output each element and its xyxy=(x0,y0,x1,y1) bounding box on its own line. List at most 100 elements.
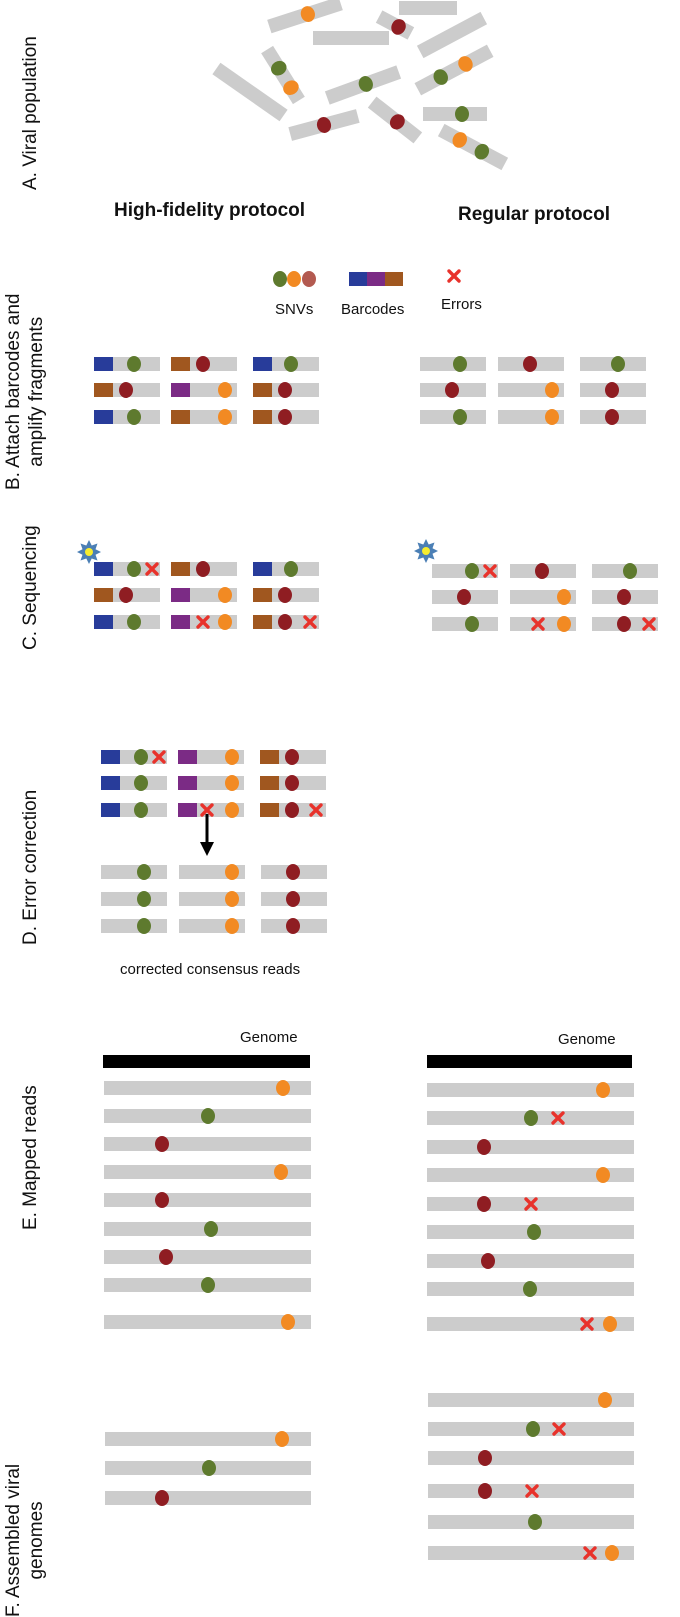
barcode-block xyxy=(171,357,190,371)
snv-marker xyxy=(455,106,469,122)
snv-marker xyxy=(225,802,239,818)
correction-arrow-head xyxy=(200,842,214,856)
fragment-body xyxy=(399,1,457,15)
snv-marker xyxy=(545,409,559,425)
snv-marker xyxy=(557,616,571,632)
error-stroke xyxy=(552,1422,566,1436)
snv-marker xyxy=(127,561,141,577)
snv-marker xyxy=(155,1136,169,1152)
error-mark xyxy=(580,1317,594,1331)
snv-marker xyxy=(278,409,292,425)
snv-marker xyxy=(119,587,133,603)
snv-marker xyxy=(596,1167,610,1183)
snv-marker xyxy=(134,775,148,791)
snv-marker xyxy=(155,1192,169,1208)
read-fragment xyxy=(104,1315,311,1329)
snv-marker xyxy=(285,802,299,818)
barcode-block xyxy=(171,383,190,397)
viral-fragment xyxy=(261,45,305,105)
snv-marker xyxy=(611,356,625,372)
barcode-block xyxy=(171,562,190,576)
snv-marker xyxy=(204,1221,218,1237)
snv-marker xyxy=(218,382,232,398)
barcode-block xyxy=(94,588,113,602)
snv-marker xyxy=(201,1277,215,1293)
error-stroke xyxy=(583,1546,597,1560)
snv-marker xyxy=(285,775,299,791)
error-stroke xyxy=(447,269,461,283)
snv-marker xyxy=(284,356,298,372)
snv-marker xyxy=(225,918,239,934)
error-stroke xyxy=(200,803,214,817)
read-fragment xyxy=(104,1137,311,1151)
error-stroke xyxy=(152,750,166,764)
read-fragment xyxy=(104,1193,311,1207)
viral-fragment xyxy=(437,123,509,171)
read-fragment xyxy=(427,1168,634,1182)
snv-marker xyxy=(127,409,141,425)
snv-marker xyxy=(605,409,619,425)
barcode-block xyxy=(178,750,197,764)
viral-fragment xyxy=(313,31,389,45)
snv-marker xyxy=(528,1514,542,1530)
snv-marker xyxy=(526,1421,540,1437)
fragment-body xyxy=(414,44,494,96)
barcode-block xyxy=(101,803,120,817)
barcode-block xyxy=(253,357,272,371)
error-stroke xyxy=(483,564,497,578)
error-mark xyxy=(583,1546,597,1560)
error-stroke xyxy=(145,562,159,576)
fragment-body xyxy=(261,45,305,105)
snv-marker xyxy=(137,864,151,880)
snv-marker xyxy=(287,271,301,287)
snv-marker xyxy=(218,614,232,630)
error-mark xyxy=(551,1111,565,1125)
snv-marker xyxy=(202,1460,216,1476)
barcode-block xyxy=(101,750,120,764)
snv-marker xyxy=(605,382,619,398)
snv-marker xyxy=(465,616,479,632)
error-mark xyxy=(196,615,210,629)
barcode-block xyxy=(385,272,403,286)
viral-fragment xyxy=(367,96,423,144)
snv-marker xyxy=(598,1392,612,1408)
snv-marker xyxy=(465,563,479,579)
snv-marker xyxy=(196,561,210,577)
barcode-block xyxy=(253,615,272,629)
fragment-body xyxy=(313,31,389,45)
error-stroke xyxy=(525,1484,539,1498)
barcode-block xyxy=(94,410,113,424)
snv-marker xyxy=(273,271,287,287)
snv-marker xyxy=(283,80,299,96)
read-fragment xyxy=(101,919,167,933)
genome-bar-right xyxy=(427,1055,632,1068)
snv-marker xyxy=(286,864,300,880)
error-mark xyxy=(145,562,159,576)
snv-marker xyxy=(453,409,467,425)
error-mark xyxy=(483,564,497,578)
error-stroke xyxy=(196,615,210,629)
barcode-block xyxy=(253,588,272,602)
barcode-block xyxy=(94,615,113,629)
read-fragment xyxy=(427,1254,634,1268)
snv-marker xyxy=(134,749,148,765)
snv-marker xyxy=(523,356,537,372)
snv-marker xyxy=(477,1196,491,1212)
error-stroke xyxy=(303,615,317,629)
read-fragment xyxy=(105,1491,311,1505)
sequencing-star-center xyxy=(85,548,93,556)
snv-marker xyxy=(433,69,448,85)
barcode-block xyxy=(178,803,197,817)
sequencing-star-center xyxy=(422,547,430,555)
barcode-block xyxy=(101,776,120,790)
snv-marker xyxy=(284,561,298,577)
barcode-block xyxy=(94,383,113,397)
barcode-block xyxy=(349,272,367,286)
error-mark xyxy=(152,750,166,764)
snv-marker xyxy=(196,356,210,372)
snv-marker xyxy=(274,1164,288,1180)
error-mark xyxy=(447,269,461,283)
snv-marker xyxy=(477,1139,491,1155)
snv-marker xyxy=(557,589,571,605)
error-mark xyxy=(303,615,317,629)
